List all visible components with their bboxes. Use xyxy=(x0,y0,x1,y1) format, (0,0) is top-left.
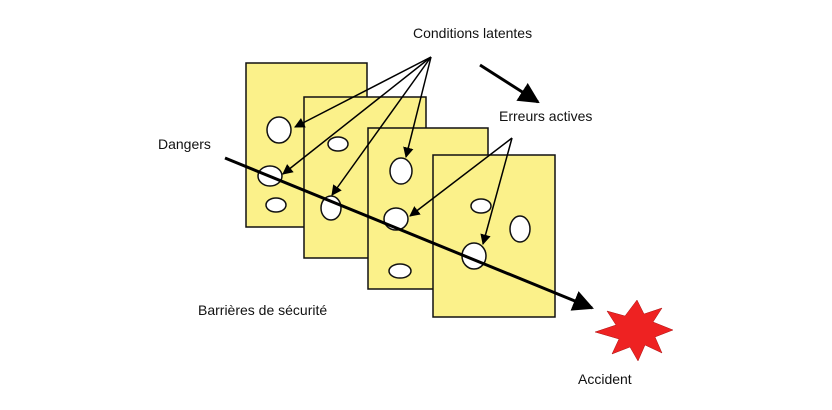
hole xyxy=(509,215,531,243)
hole xyxy=(266,116,292,144)
hole xyxy=(389,157,413,185)
active-errors-label: Erreurs actives xyxy=(499,108,592,124)
explosion-star-icon xyxy=(594,299,674,362)
active-errors-arrows xyxy=(409,137,513,246)
hazards-label: Dangers xyxy=(158,136,211,152)
latent-conditions-label: Conditions latentes xyxy=(413,25,532,41)
hole xyxy=(265,197,287,213)
accident-label: Accident xyxy=(578,371,632,387)
barrier-slice-4 xyxy=(432,154,556,318)
hazard-trajectory-arrow xyxy=(224,156,594,311)
safety-barriers-label: Barrières de sécurité xyxy=(198,302,327,318)
hole xyxy=(388,263,412,279)
hole xyxy=(470,198,492,214)
hole xyxy=(327,136,349,152)
latent-conditions-arrows xyxy=(282,56,432,196)
direction-arrow xyxy=(479,63,540,104)
